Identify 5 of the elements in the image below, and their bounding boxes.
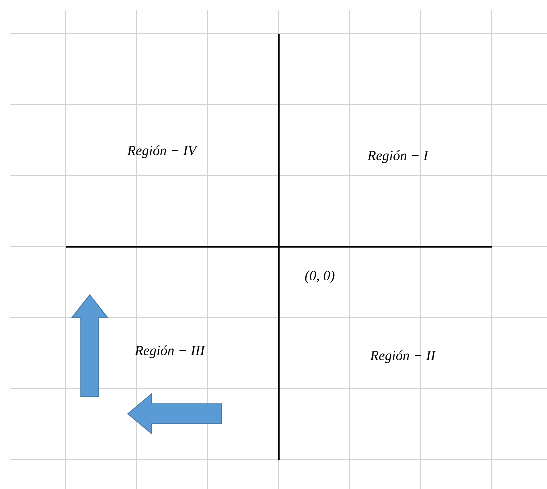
region-label: (0, 0) [305, 270, 335, 284]
region-label: Región − I [368, 150, 429, 164]
region-label: Región − IV [127, 146, 198, 158]
region-label: Región − II [370, 350, 436, 364]
region-label: Región − III [135, 346, 206, 358]
